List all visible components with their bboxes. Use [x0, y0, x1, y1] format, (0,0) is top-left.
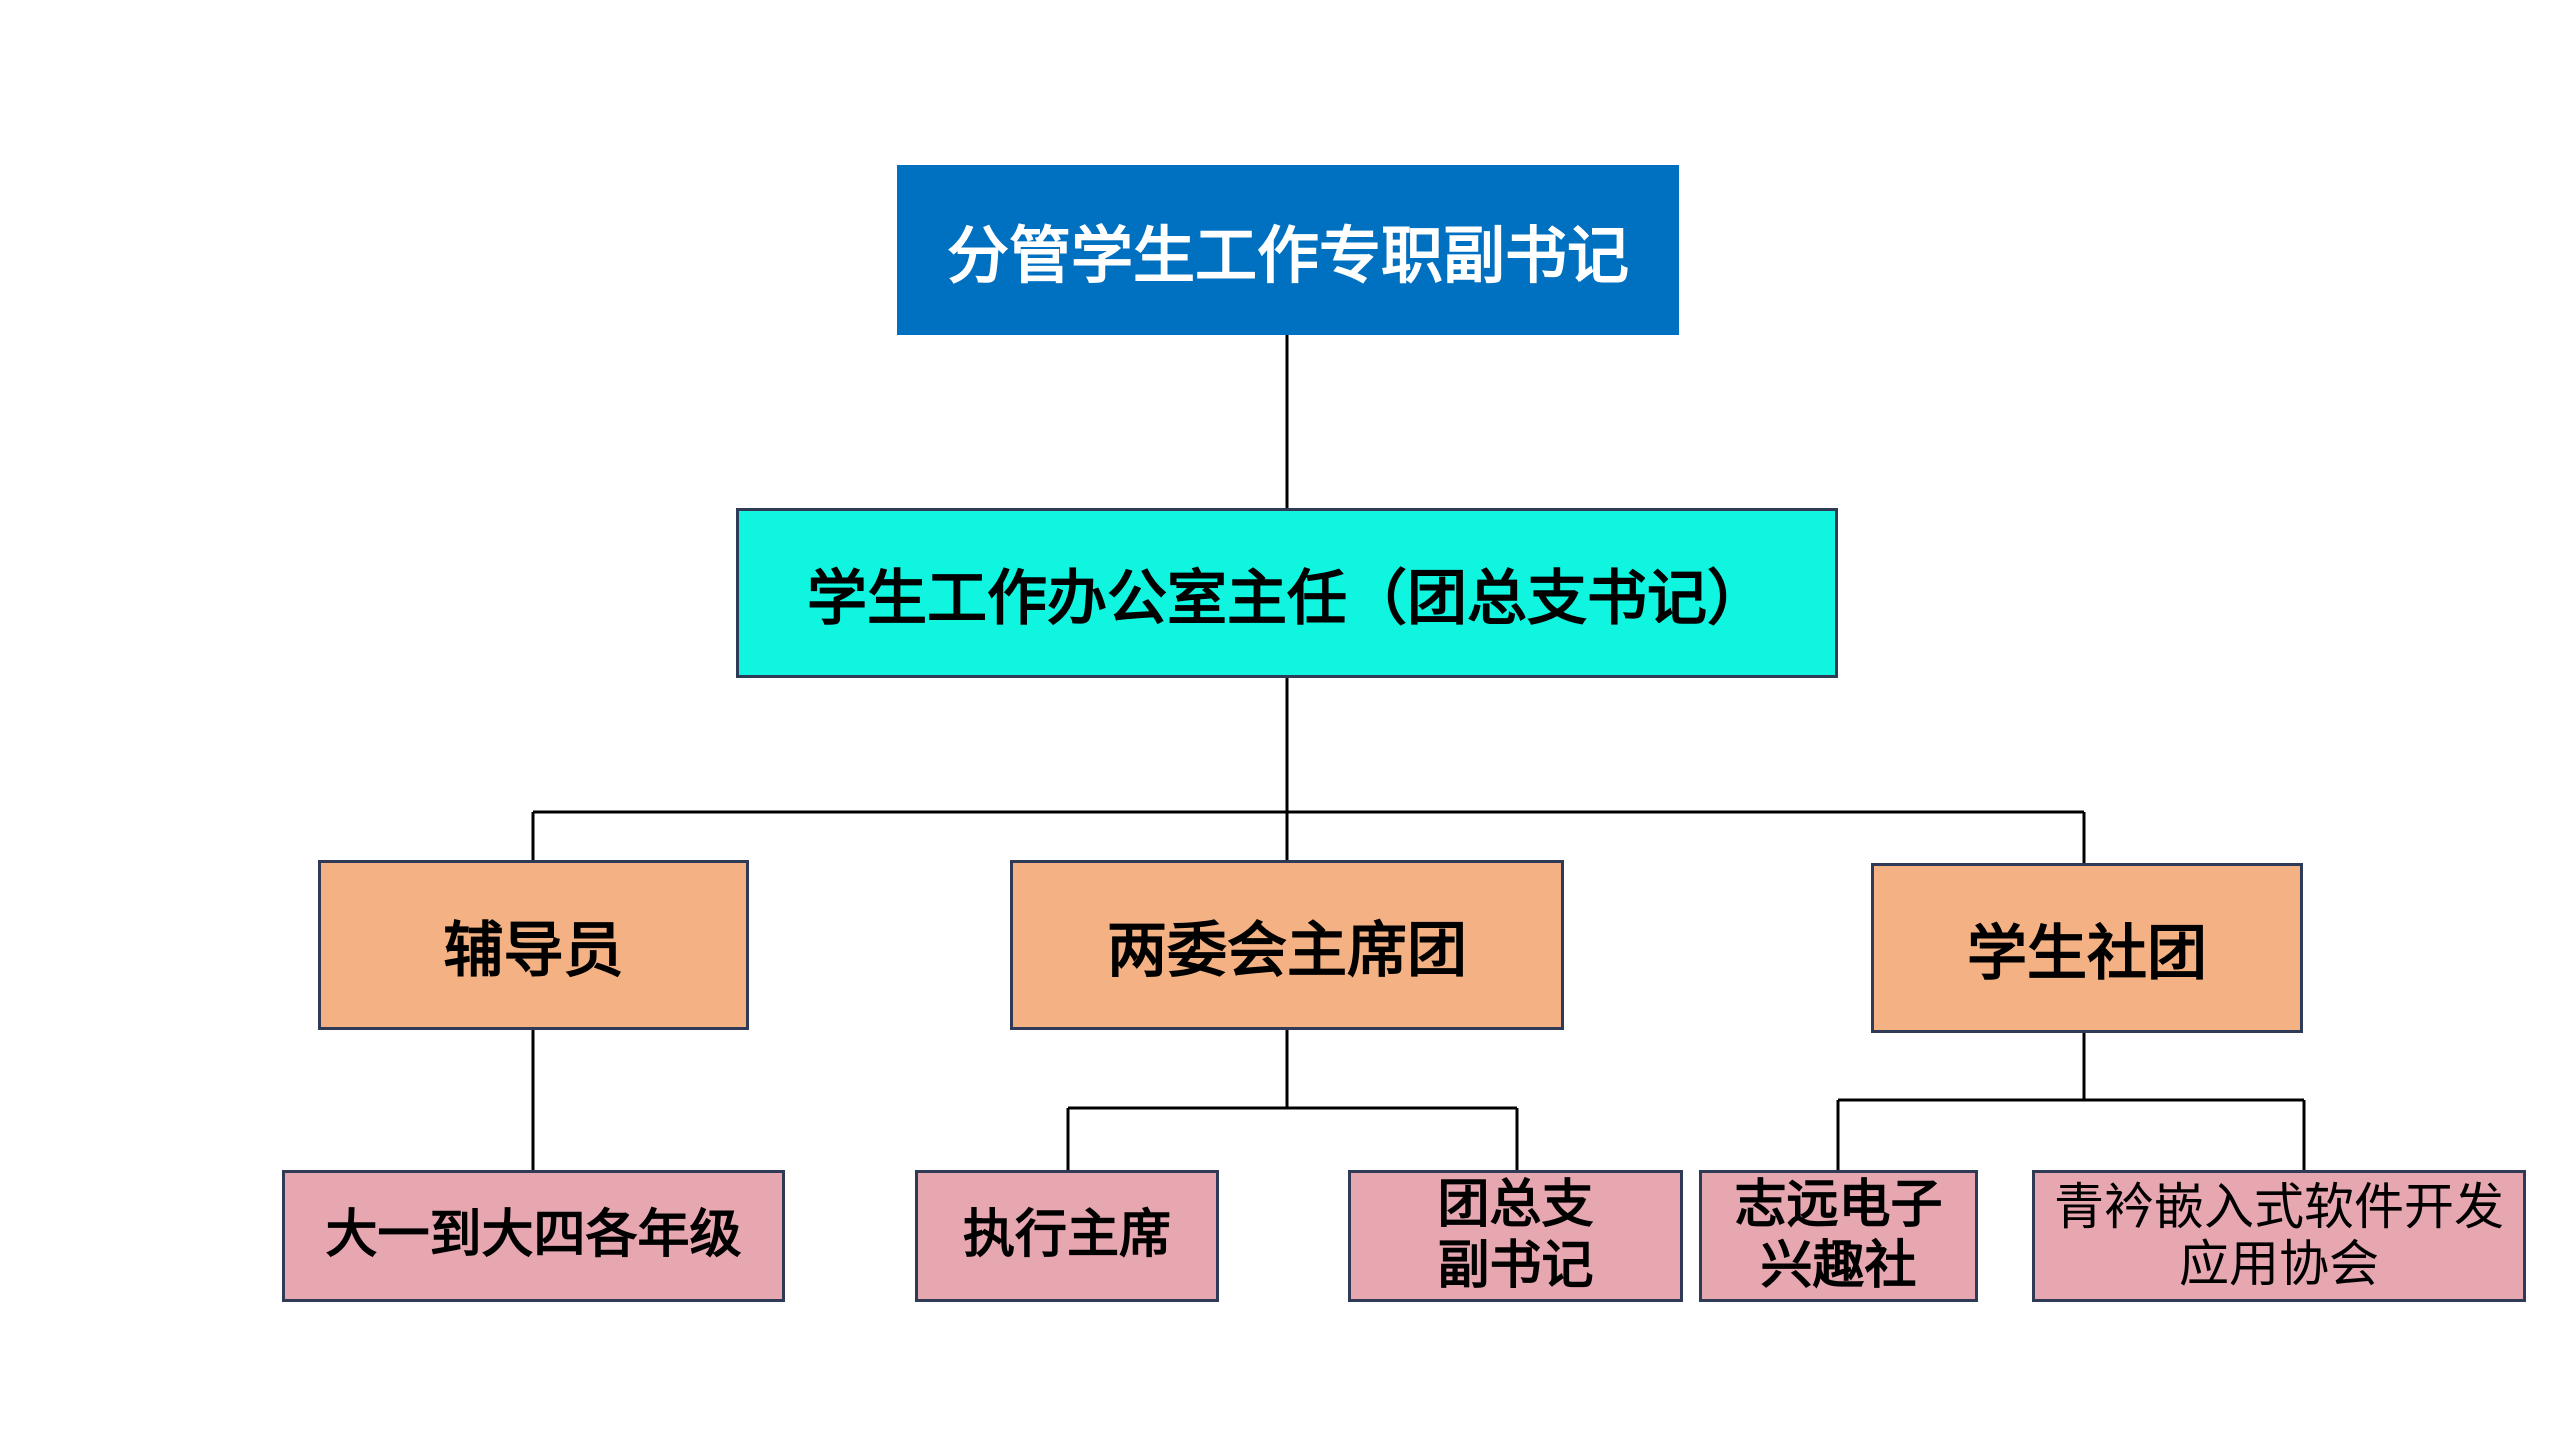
unit-executive-chair: 执行主席 [915, 1170, 1219, 1302]
unit-vice-secretary: 团总支 副书记 [1348, 1170, 1683, 1302]
root-node: 分管学生工作专职副书记 [897, 165, 1679, 335]
unit-label-line1: 执行主席 [962, 1205, 1171, 1266]
department-label: 两委会主席团 [1107, 915, 1467, 986]
department-label: 辅导员 [443, 915, 624, 986]
department-counselors: 辅导员 [318, 860, 749, 1030]
root-node-label: 分管学生工作专职副书记 [946, 219, 1629, 292]
unit-label-line1: 青衿嵌入式软件开发 [2054, 1177, 2504, 1236]
unit-embedded-software-association: 青衿嵌入式软件开发 应用协会 [2032, 1170, 2526, 1302]
unit-label-line1: 团总支 [1437, 1174, 1594, 1235]
unit-label-line2: 兴趣社 [1760, 1236, 1917, 1296]
office-node-label: 学生工作办公室主任（团总支书记） [807, 563, 1767, 634]
unit-label-line2: 副书记 [1437, 1236, 1594, 1296]
department-label: 学生社团 [1967, 918, 2207, 989]
department-student-clubs: 学生社团 [1871, 863, 2303, 1033]
unit-electronics-club: 志远电子 兴趣社 [1699, 1170, 1978, 1302]
department-presidium: 两委会主席团 [1010, 860, 1564, 1030]
unit-label-line2: 应用协会 [2179, 1235, 2379, 1293]
office-node: 学生工作办公室主任（团总支书记） [736, 508, 1838, 678]
unit-label-line1: 志远电子 [1734, 1174, 1943, 1235]
unit-all-grades: 大一到大四各年级 [282, 1170, 785, 1302]
unit-label-line1: 大一到大四各年级 [325, 1205, 742, 1266]
